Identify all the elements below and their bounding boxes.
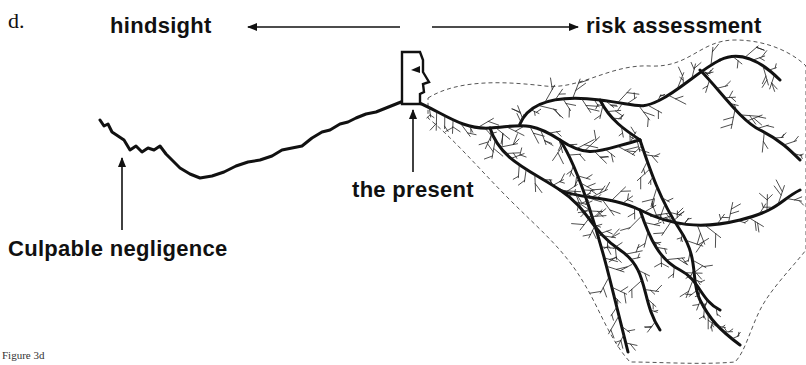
direction-label: hindsight [110,13,212,39]
head-eye [411,66,420,73]
branch [412,100,640,152]
risk-arrow [432,26,578,28]
twig-lines [427,44,804,350]
direction-label: risk assessment [586,13,762,39]
head-icon [402,52,429,104]
present-leader [412,110,414,172]
branch [720,56,780,80]
branch [490,128,660,330]
branch [700,70,800,160]
figure-caption: Figure 3d [2,349,44,361]
futures-outline [428,40,806,363]
figure-letter: d. [8,8,25,34]
past-line [100,100,412,178]
negligence-leader [121,158,123,230]
hindsight-arrow [248,26,400,28]
branch [600,100,640,140]
future-twigs [427,44,804,350]
callout-label: Culpable negligence [8,236,228,262]
callout-label: the present [352,177,474,203]
